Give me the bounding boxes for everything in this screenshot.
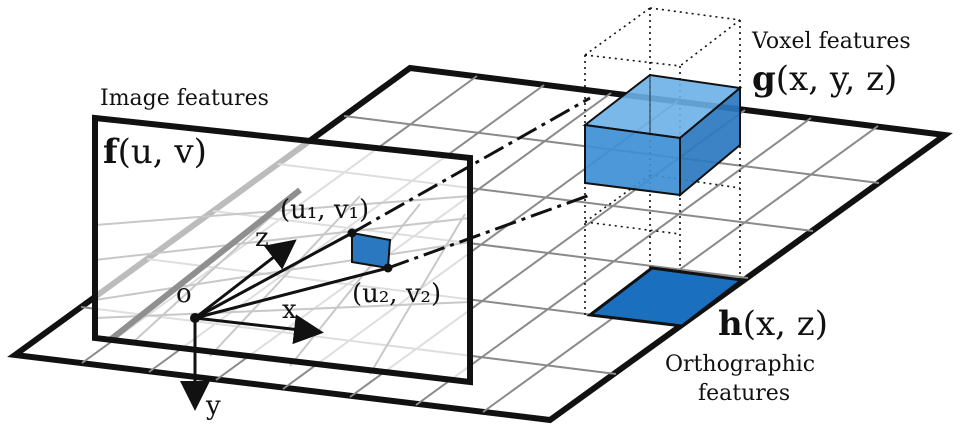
- label-uv2: (u₂, v₂): [352, 279, 441, 309]
- label-h-func: h: [718, 304, 743, 344]
- axes: [180, 239, 324, 411]
- label-axis-z: z: [255, 223, 269, 253]
- ray-bottom-solid: [194, 266, 389, 320]
- ray-top-dashed: [351, 96, 591, 235]
- label-f-args: (u, v): [118, 132, 207, 172]
- image-plane-shadow-edge: [108, 187, 302, 343]
- axis-z-arrow: [194, 239, 297, 320]
- label-h-xz: h(x, z): [718, 304, 828, 344]
- label-f-uv: f(u, v): [103, 132, 207, 172]
- ray-top-solid: [194, 231, 353, 320]
- ray-bottom-dashed: [387, 193, 591, 270]
- label-image-features: Image features: [100, 86, 269, 111]
- point-uv1: [347, 228, 357, 238]
- label-g-func: g: [752, 59, 776, 99]
- projected-patch: [351, 231, 392, 270]
- label-h-args: (x, z): [743, 304, 828, 344]
- label-origin: o: [176, 279, 192, 309]
- origin-point: [190, 313, 200, 323]
- label-g-args: (x, y, z): [776, 59, 898, 99]
- voxel-cube-side: [679, 85, 741, 198]
- voxel-cube-front: [584, 123, 681, 197]
- label-axis-y: y: [205, 391, 221, 421]
- point-uv2: [383, 263, 393, 273]
- label-f-func: f: [103, 132, 120, 172]
- label-ortho-line2: features: [698, 381, 790, 406]
- label-axis-x: x: [282, 295, 297, 325]
- orthographic-cell: [586, 266, 746, 328]
- projection-rays: [194, 96, 591, 320]
- image-plane-frame: [92, 114, 473, 386]
- label-uv1: (u₁, v₁): [280, 195, 369, 225]
- label-voxel-features: Voxel features: [751, 29, 911, 54]
- label-g-xyz: g(x, y, z): [752, 59, 897, 99]
- voxel-cube: [582, 73, 743, 198]
- label-ortho-line1: Orthographic: [665, 352, 815, 377]
- axis-x-arrow: [194, 314, 324, 345]
